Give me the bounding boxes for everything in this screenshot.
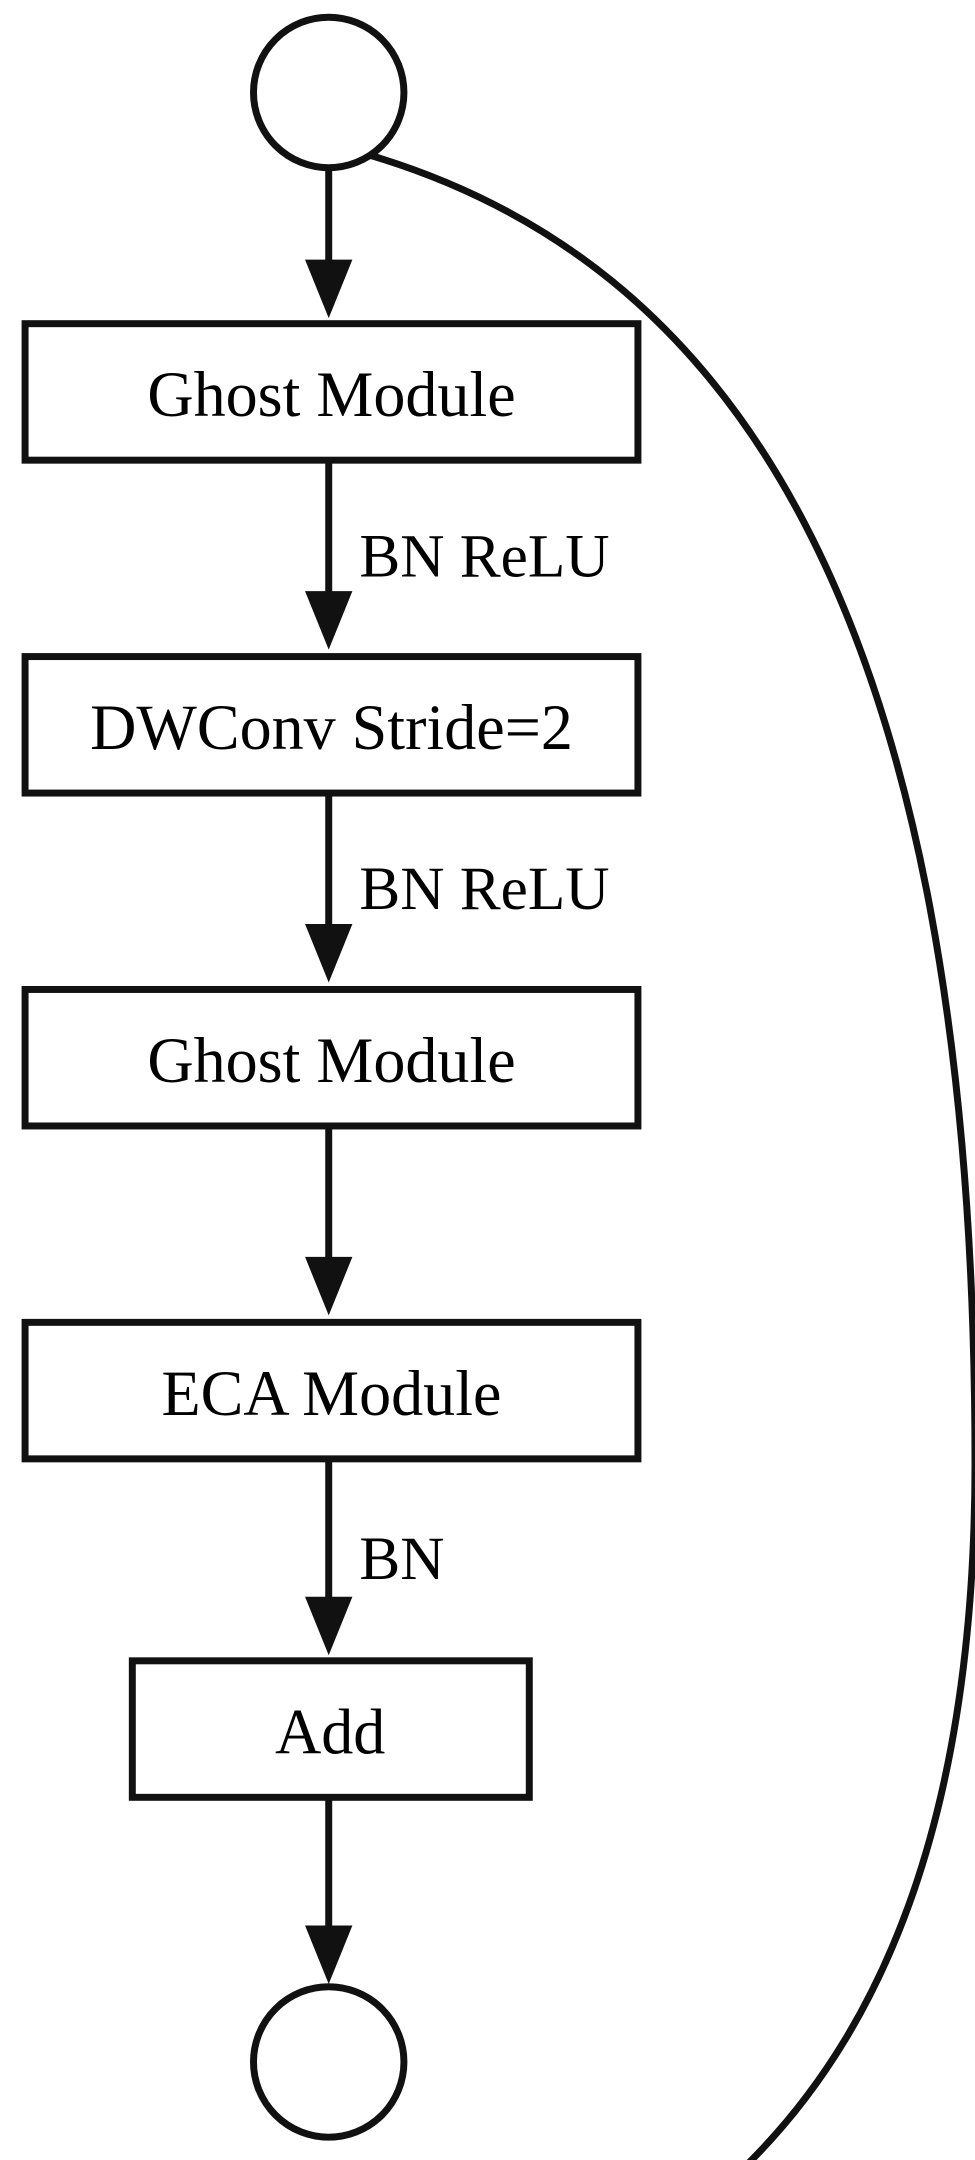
edge-eca-to-add-arrowhead [305, 1596, 353, 1656]
node-ghost-module-1[interactable] [21, 320, 642, 464]
edge-eca-to-add-label: BN [359, 1525, 444, 1593]
edge-ghost2-to-eca-arrowhead [305, 1256, 353, 1316]
edge-ghost1-to-dwconv-arrowhead [305, 591, 353, 650]
node-eca-module[interactable] [21, 1318, 642, 1463]
node-dwconv-stride-2[interactable] [21, 653, 642, 797]
edge-dwconv-to-ghost2-label: BN ReLU [359, 855, 609, 923]
edge-add-to-end-arrowhead [305, 1925, 353, 1984]
node-end-circle[interactable] [250, 1983, 408, 2141]
node-ghost-module-1-label: Ghost Module [147, 359, 515, 430]
node-dwconv-stride-2-label: DWConv Stride=2 [90, 692, 573, 763]
node-start-circle[interactable] [250, 13, 408, 172]
node-add[interactable] [128, 1657, 533, 1801]
node-ghost-module-2-label: Ghost Module [147, 1025, 515, 1096]
node-ghost-module-2[interactable] [21, 985, 642, 1130]
edge-shortcut-start-to-add [363, 150, 975, 2160]
node-eca-module-label: ECA Module [162, 1358, 502, 1429]
node-add-label: Add [275, 1696, 385, 1767]
edge-ghost1-to-dwconv-label: BN ReLU [359, 522, 609, 590]
edge-dwconv-to-ghost2-arrowhead [305, 924, 353, 983]
edge-start-to-ghost1-arrowhead [305, 259, 353, 319]
